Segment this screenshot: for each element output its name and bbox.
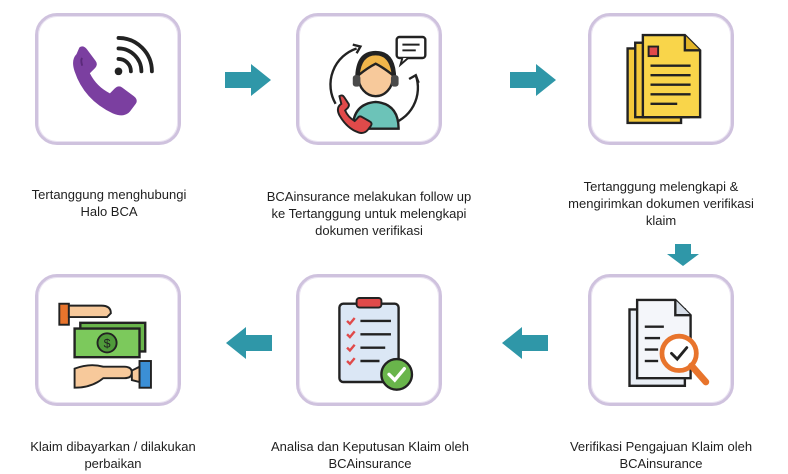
step-2-caption: BCAinsurance melakukan follow up ke Tert… (266, 189, 472, 238)
step-2-card (296, 13, 442, 145)
payment-hand-icon: $ (58, 302, 152, 389)
arrow-right-icon (510, 64, 556, 96)
arrow-down-icon (667, 244, 699, 266)
phone-call-icon (73, 36, 154, 116)
arrow-right-icon (225, 64, 271, 96)
step-4-caption: Verifikasi Pengajuan Klaim oleh BCAinsur… (569, 439, 753, 471)
document-magnifier-icon (628, 298, 710, 388)
step-6-caption: Klaim dibayarkan / dilakukan perbaikan (30, 439, 196, 471)
arrow-left-icon (502, 327, 548, 359)
svg-text:$: $ (104, 337, 111, 351)
step-5-card (296, 274, 442, 406)
customer-service-agent-icon (329, 35, 427, 134)
step-1-caption: Tertanggung menghubungi Halo BCA (31, 187, 187, 219)
step-6-card: $ (35, 274, 181, 406)
documents-icon (626, 33, 702, 125)
arrow-left-icon (226, 327, 272, 359)
step-4-card (588, 274, 734, 406)
step-5-caption: Analisa dan Keputusan Klaim oleh BCAinsu… (270, 439, 470, 471)
step-3-caption: Tertanggung melengkapi & mengirimkan dok… (568, 179, 754, 228)
checklist-approved-icon (338, 297, 414, 391)
step-3-card (588, 13, 734, 145)
step-1-card (35, 13, 181, 145)
